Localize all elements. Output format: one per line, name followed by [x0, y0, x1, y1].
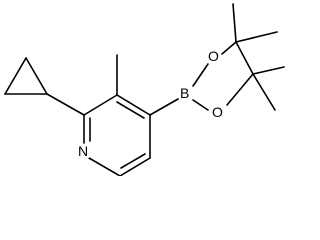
bond-cq2-o-lower [226, 73, 254, 106]
bond-c4-boron [149, 98, 179, 116]
atom-label-nitrogen: N [77, 143, 90, 159]
bond-cyclopropyl-2 [4, 57, 27, 95]
bond-boron-o-lower [192, 99, 209, 111]
bond-c6-c5 [119, 157, 151, 176]
atom-label-oxygen-upper: O [207, 48, 220, 64]
bond-o-upper-cq1 [221, 41, 237, 55]
bond-cq1-methyl-1 [232, 3, 237, 43]
bond-drawing [4, 3, 285, 176]
bond-n1-c6 [88, 157, 121, 176]
bond-c6-c5-inner [120, 153, 146, 169]
bond-c4-c3-inner [116, 101, 145, 119]
bond-boron-o-upper [192, 63, 209, 87]
bond-cyclopropyl-3 [25, 57, 48, 95]
bond-cyclopropyl-c2 [46, 93, 85, 116]
structure-diagram: N B O O [4, 3, 285, 176]
bond-cq2-methyl-1 [252, 66, 285, 75]
atom-label-boron: B [179, 85, 191, 101]
bond-cq2-methyl-2 [252, 73, 276, 111]
bond-cq1-cq2 [235, 41, 254, 75]
bond-c4-c3 [116, 94, 151, 116]
bond-c3-c2 [83, 94, 118, 116]
bond-cq1-methyl-2 [235, 31, 278, 43]
atom-label-oxygen-lower: O [211, 104, 224, 120]
